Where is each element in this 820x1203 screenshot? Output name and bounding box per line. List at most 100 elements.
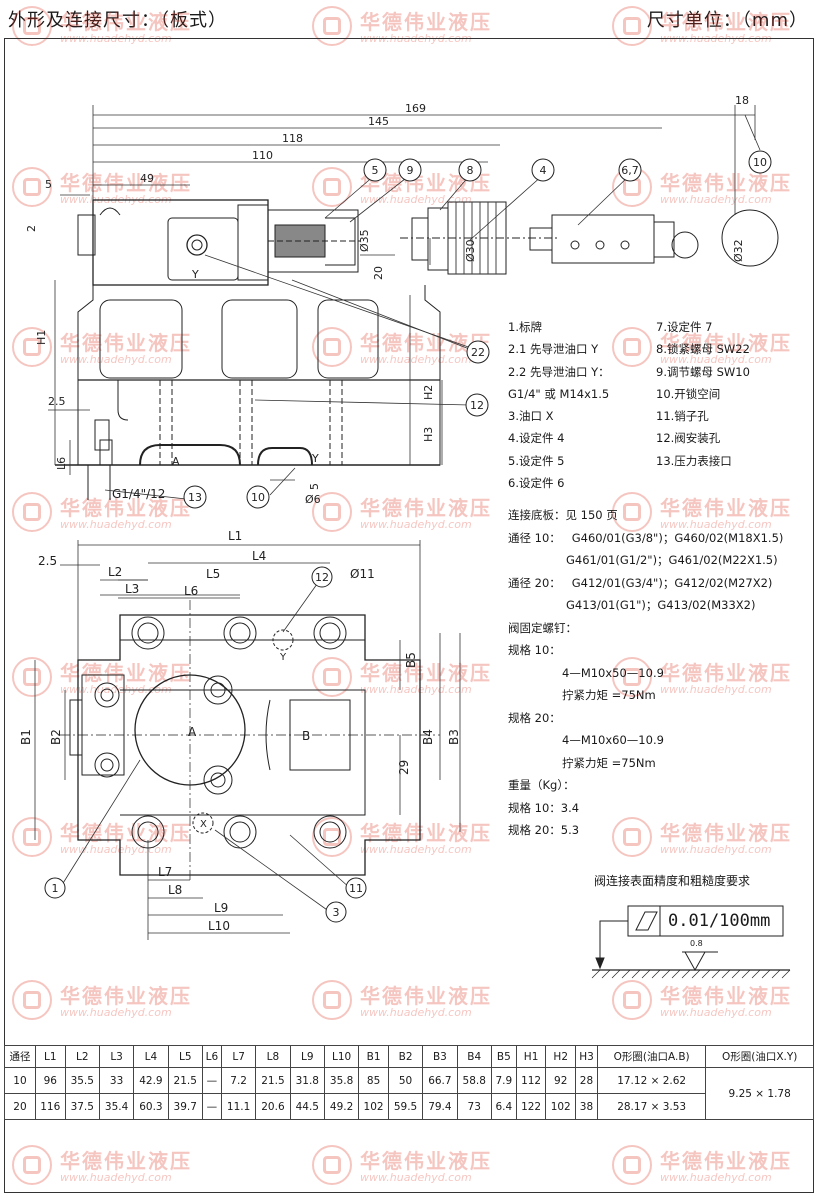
spec10-label: 规格 10： [508,643,561,657]
table-header-cell: L4 [133,1045,169,1068]
table-header-cell: L1 [34,1045,66,1068]
table-cell: 10 [4,1067,36,1094]
dimension-label: Ø32 [732,239,745,262]
table-cell: 73 [456,1093,492,1120]
table-header-cell: H1 [515,1045,547,1068]
connection-notes: 连接底板：见 150 页 通径 10： G460/01(G3/8")；G460/… [508,504,783,842]
callout-balloon [531,158,555,182]
table-cell: 20 [4,1093,36,1120]
table-cell: 35.5 [64,1067,100,1094]
callout-balloon-label: 22 [471,346,485,359]
table-cell: 59.5 [387,1093,424,1120]
roughness-value: 0.8 [690,939,703,948]
callout-balloon-label: 9 [407,164,414,177]
dimension-label: 169 [405,102,426,115]
table-cell: 21.5 [167,1067,203,1094]
spec20-bolt: 4—M10x60—10.9 [562,733,664,747]
callout-balloon-label: 12 [315,571,329,584]
table-cell: 38 [575,1093,598,1120]
dimension-label: L10 [208,919,230,933]
legend-item: 12.阀安装孔 [656,431,721,446]
callout-balloon-label: 10 [753,156,767,169]
table-cell: 60.3 [133,1093,169,1120]
callout-balloon [466,340,490,364]
dimension-label: 5 [308,483,321,490]
callout-balloon-label: 1 [52,882,59,895]
page-title: 外形及连接尺寸：（板式） [8,10,227,31]
callout-balloon [345,877,367,899]
table-cell: 17.12 × 2.62 [596,1067,707,1094]
table-cell: 96 [34,1067,66,1094]
dimension-label: B1 [19,729,33,745]
side-view [55,199,779,500]
callout-balloon-label: 10 [251,491,265,504]
table-cell: — [201,1093,222,1120]
surface-requirement-title: 阀连接表面精度和粗糙度要求 [594,874,751,888]
table-cell: 6.4 [490,1093,517,1120]
legend-item: 3.油口 X [508,409,554,424]
callout-balloon [363,158,387,182]
size20-subplate-2: G413/01(G1")；G413/02(M33X2) [566,598,756,612]
dimension-label: H2 [422,385,435,400]
table-cell-xy-oring: 9.25 × 1.78 [705,1067,814,1120]
legend-item: 7.设定件 7 [656,320,713,334]
dimension-label: L7 [158,865,172,879]
legend-item: 9.调节螺母 SW10 [656,364,750,379]
callout-balloon [246,485,270,509]
dimension-label: L4 [252,549,266,563]
legend-item: 2.1 先导泄油口 Y [508,342,599,357]
legend-right: 7.设定件 7 8.锁紧螺母 SW22 9.调节螺母 SW10 10.开锁空间 … [656,316,750,472]
size20-subplate: 通径 20： G412/01(G3/4")；G412/02(M27X2) [508,575,773,590]
callout-balloon [325,901,347,923]
dimension-label: 49 [140,172,154,185]
table-header-cell: B5 [490,1045,517,1068]
legend-item: 2.2 先导泄油口 Y： [508,364,610,379]
dimension-label: L2 [108,565,122,579]
table-cell: 7.2 [220,1067,257,1094]
table-cell: 102 [545,1093,577,1120]
spec10-bolt: 4—M10x50—10.9 [562,665,664,680]
table-header-cell: L8 [255,1045,291,1068]
dimension-label: L3 [125,582,139,596]
table-cell: 7.9 [490,1067,517,1094]
dimension-label: B2 [49,729,63,745]
callout-balloon-label: 6,7 [621,164,639,177]
dimension-label: 2 [25,225,38,232]
dimension-label: B3 [447,729,461,745]
dimension-label: Ø6 [305,493,321,506]
dimension-label: L8 [168,883,182,897]
callout-balloon-label: 8 [467,164,474,177]
table-header-cell: B4 [456,1045,492,1068]
table-header-cell: L2 [64,1045,100,1068]
dimension-label: B4 [421,729,435,745]
dimension-label: L1 [228,529,242,543]
table-header-cell: H3 [575,1045,598,1068]
legend-item: 5.设定件 5 [508,453,565,468]
legend-item: 4.设定件 4 [508,431,565,446]
port-label-y: Y [311,452,319,465]
dimension-label: B5 [404,652,418,668]
table-header-cell: L3 [98,1045,135,1068]
callout-balloon [748,150,772,174]
callout-balloon [458,158,482,182]
dimension-label: 2.5 [38,554,57,568]
callout-balloon-label: 4 [540,164,547,177]
table-header-cell: B3 [422,1045,458,1068]
dimension-label: 118 [282,132,303,145]
table-header-cell: L10 [323,1045,360,1068]
dimension-label: L9 [214,901,228,915]
table-cell: 102 [358,1093,389,1120]
table-cell: 50 [387,1067,424,1094]
callout-balloon [398,158,422,182]
legend-item: 6.设定件 6 [508,476,565,491]
side-view-dimensions [48,105,761,501]
legend-item: 10.开锁空间 [656,386,721,401]
callout-balloon-label: 11 [349,882,363,895]
table-cell: 42.9 [133,1067,169,1094]
weight-title: 重量（Kg）： [508,778,575,792]
table-cell: 35.8 [323,1067,360,1094]
table-header-cell: L6 [201,1045,222,1068]
